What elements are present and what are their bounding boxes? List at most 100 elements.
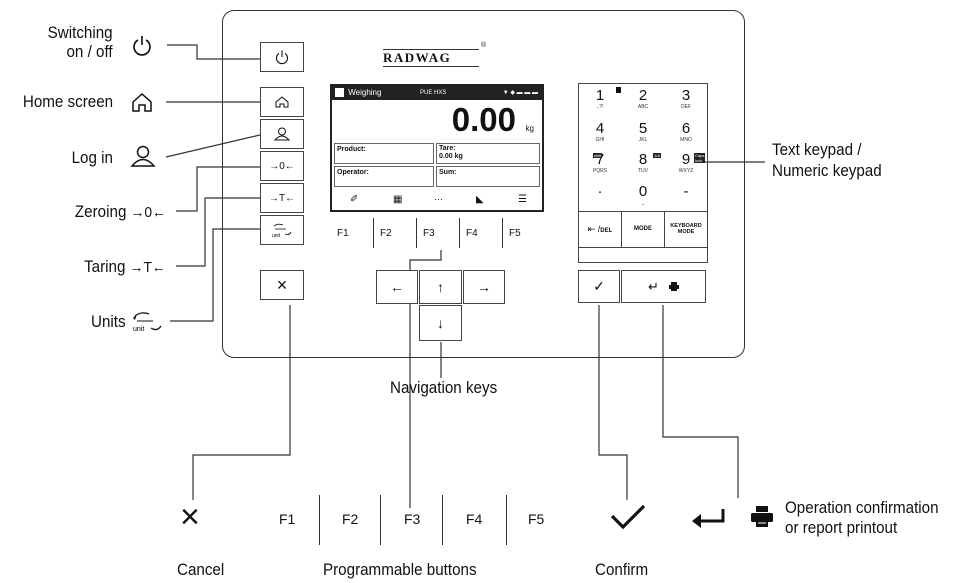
bottom-f4: F4 <box>466 511 483 527</box>
numeric-keypad <box>578 83 708 263</box>
tare-icon: →T← <box>129 259 166 276</box>
user-icon <box>130 145 156 167</box>
confirm-label: Confirm <box>595 561 649 579</box>
info-grid: Product: Tare: 0.00 kg Operator: Sum: <box>334 143 540 189</box>
cancel-key[interactable]: × <box>260 270 304 300</box>
screen-header: Weighing PUE HXS ▼ ◆ ▬ ▬ ▬ <box>332 86 542 100</box>
keypad-digit: 5 <box>638 120 648 137</box>
keypad-key-1[interactable]: 1.,?! <box>578 84 622 116</box>
container-icon: ◣ <box>476 194 484 205</box>
stack-icon: ☰ <box>518 194 527 205</box>
zero-key-icon: →0← <box>269 160 295 172</box>
weight-value: 0.00 <box>451 101 516 138</box>
product-label: Product: <box>337 146 366 153</box>
taring-label: Taring →T← <box>84 257 166 278</box>
keypad-digit: 3 <box>681 87 691 104</box>
keypad-key-10[interactable]: · <box>578 180 622 212</box>
keypad-letters: WXYZ <box>678 168 694 174</box>
switching-label-line1: Switching <box>48 24 113 42</box>
function-key-f2[interactable]: F2 <box>380 228 392 239</box>
nav-down-key[interactable]: ↓ <box>419 305 462 341</box>
tare-key[interactable]: →T← <box>260 183 304 213</box>
weight-reading: 0.00 <box>452 102 516 138</box>
login-key[interactable] <box>260 119 304 149</box>
caps-lock-badge-2: lock <box>695 158 703 163</box>
keypad-digit: 0 <box>638 183 648 200</box>
power-key-icon <box>275 50 289 65</box>
keyboard-mode-label-2: MODE <box>677 229 695 235</box>
keypad-digit: 2 <box>638 87 648 104</box>
enter-print-key[interactable]: ↵ <box>621 270 706 303</box>
caps-lock-badge-1: Caps <box>695 153 705 158</box>
tare-key-icon: →T← <box>268 192 296 204</box>
keypad-letters: ABC <box>637 104 649 110</box>
keypad-digit: - <box>683 183 689 200</box>
nav-left-key[interactable]: ← <box>376 270 418 304</box>
zero-icon: →0← <box>130 204 166 221</box>
units-label: Units <box>91 313 126 331</box>
operation-label-line2: or report printout <box>785 519 898 537</box>
home-key-icon <box>275 96 289 108</box>
home-key[interactable] <box>260 87 304 117</box>
operation-label: Operation confirmation or report printou… <box>785 498 939 538</box>
screen-model: PUE HXS <box>420 90 447 96</box>
sum-label: Sum: <box>439 169 457 176</box>
mode-key-label: MODE <box>634 226 652 232</box>
units-key[interactable]: unit <box>260 215 304 245</box>
keypad-label-line1: Text keypad / <box>772 141 862 159</box>
home-screen-label: Home screen <box>22 93 113 111</box>
confirm-key-icon: ✓ <box>593 278 605 294</box>
status-icons: ▼ ◆ ▬ ▬ ▬ <box>502 90 538 96</box>
keyboard-mode-key[interactable]: KEYBOARD MODE <box>664 211 708 248</box>
radwag-logo: RADWAG ® <box>383 42 487 67</box>
keypad-key-12[interactable]: - <box>664 180 708 212</box>
operation-label-line1: Operation confirmation <box>785 499 939 517</box>
nav-up-key[interactable]: ↑ <box>419 270 462 304</box>
cancel-label: Cancel <box>177 561 225 579</box>
keypad-digit: 9 <box>681 151 691 168</box>
keypad-label: Text keypad / Numeric keypad <box>772 140 882 182</box>
keypad-digit: 6 <box>681 120 691 137</box>
keypad-digit: 1 <box>595 87 605 104</box>
bottom-f1: F1 <box>279 511 296 527</box>
del-key[interactable]: ⇤ /DEL <box>578 211 622 248</box>
terminal-panel <box>222 10 745 358</box>
arrow-right-icon: → <box>477 279 491 295</box>
keypad-letters: TUV <box>638 168 648 174</box>
arrow-up-icon: ↑ <box>437 279 444 295</box>
keypad-key-11[interactable]: 0⎵ <box>621 180 665 212</box>
navigation-keys-label: Navigation keys <box>390 379 498 397</box>
display-screen: Weighing PUE HXS ▼ ◆ ▬ ▬ ▬ 0.00 kg Produ… <box>330 84 544 212</box>
zero-key[interactable]: →0← <box>260 151 304 181</box>
nav-right-key[interactable]: → <box>463 270 505 304</box>
function-key-f5[interactable]: F5 <box>509 228 521 239</box>
login-key-icon <box>273 127 291 141</box>
screen-mode: Weighing <box>348 88 382 97</box>
function-key-f3[interactable]: F3 <box>423 228 435 239</box>
svg-text:unit: unit <box>272 233 281 239</box>
printer-key-icon <box>668 282 679 291</box>
database-icon: ▦ <box>393 194 403 205</box>
confirm-key[interactable]: ✓ <box>578 270 620 303</box>
power-key[interactable] <box>260 42 304 72</box>
function-key-f4[interactable]: F4 <box>466 228 478 239</box>
confirm-symbol <box>610 504 646 530</box>
caps-lock-badge: Caps lock <box>694 153 706 163</box>
case-badge: 1/A <box>653 153 662 158</box>
bottom-f5: F5 <box>528 511 545 527</box>
function-key-f1[interactable]: F1 <box>337 228 349 239</box>
bottom-function-keys: F1 F2 F3 F4 F5 <box>270 495 560 545</box>
keypad-digit: · <box>597 183 603 200</box>
mode-key[interactable]: MODE <box>621 211 665 248</box>
tools-icon: ✐ <box>350 194 359 205</box>
keypad-letters: DEF <box>681 104 691 110</box>
function-key-row: F1 F2 F3 F4 F5 <box>330 218 544 248</box>
